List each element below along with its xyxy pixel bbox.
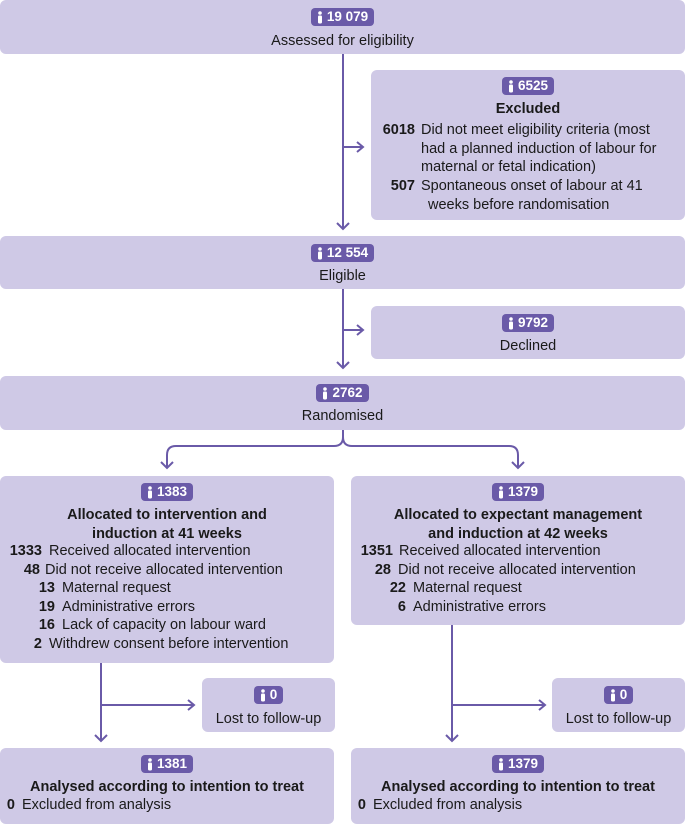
- item-number: 13: [38, 580, 55, 596]
- item-number: 6: [397, 598, 406, 615]
- item-number: 0: [6, 797, 15, 813]
- expectant-count-badge: 1379: [491, 483, 545, 501]
- item-text: Did not receive allocated intervention: [398, 561, 636, 578]
- randomised-count: 2762: [332, 385, 363, 400]
- excluded-item-text-line: Spontaneous onset of labour at 41: [421, 178, 643, 194]
- assessed-count: 19 079: [326, 9, 369, 24]
- lost-to-follow-up-right-box: 0 Lost to follow-up: [552, 678, 685, 732]
- eligible-box: 12 554 Eligible: [0, 236, 685, 289]
- intervention-count: 1383: [156, 484, 188, 499]
- person-icon: [147, 757, 152, 770]
- item-number: 0: [357, 797, 366, 813]
- intervention-arm-box: 1383 Allocated to intervention and induc…: [0, 476, 334, 663]
- item-text: Administrative errors: [62, 598, 195, 615]
- eligible-label: Eligible: [319, 267, 366, 284]
- item-text: Maternal request: [62, 580, 171, 596]
- intervention-title-line: Allocated to intervention and: [67, 506, 267, 523]
- excluded-count-badge: 6525: [501, 77, 555, 95]
- item-number: 19: [38, 598, 55, 615]
- declined-count-badge: 9792: [501, 314, 555, 332]
- analysed-left-title: Analysed according to intention to treat: [30, 778, 304, 795]
- intervention-title-line: induction at 41 weeks: [92, 525, 242, 542]
- analysed-right-box: 1379 Analysed according to intention to …: [351, 748, 685, 824]
- item-text: Withdrew consent before intervention: [49, 635, 289, 652]
- intervention-count-badge: 1383: [140, 483, 194, 501]
- randomised-count-badge: 2762: [316, 384, 369, 402]
- randomised-box: 2762 Randomised: [0, 376, 685, 430]
- analysed-left-count-badge: 1381: [140, 755, 194, 773]
- excluded-item-text-line: maternal or fetal indication): [421, 159, 596, 175]
- analysed-right-count: 1379: [507, 756, 539, 771]
- expectant-arm-box: 1379 Allocated to expectant management a…: [351, 476, 685, 625]
- eligible-count: 12 554: [326, 245, 369, 260]
- person-icon: [147, 485, 152, 498]
- item-text: Maternal request: [413, 580, 522, 596]
- lost-right-count: 0: [619, 687, 628, 702]
- excluded-item-number: 507: [390, 178, 415, 194]
- item-text: Lack of capacity on labour ward: [62, 617, 266, 633]
- expectant-title-line: and induction at 42 weeks: [428, 525, 608, 542]
- item-number: 22: [389, 580, 406, 596]
- excluded-item-number: 6018: [382, 122, 415, 138]
- item-text: Administrative errors: [413, 598, 546, 615]
- person-icon: [508, 79, 513, 92]
- expectant-count: 1379: [507, 484, 539, 499]
- item-number: 2: [33, 635, 42, 652]
- excluded-item-text-line: Did not meet eligibility criteria (most: [421, 122, 650, 138]
- assessed-count-badge: 19 079: [310, 8, 375, 26]
- person-icon: [610, 688, 615, 701]
- item-text: Received allocated intervention: [49, 543, 251, 559]
- person-icon: [323, 386, 328, 399]
- declined-label: Declined: [499, 337, 557, 354]
- person-icon: [317, 10, 322, 23]
- analysed-right-title: Analysed according to intention to treat: [381, 778, 655, 795]
- lost-left-count-badge: 0: [253, 686, 284, 704]
- person-icon: [260, 688, 265, 701]
- lost-to-follow-up-left-box: 0 Lost to follow-up: [202, 678, 335, 732]
- item-number: 1351: [360, 543, 393, 559]
- analysed-right-count-badge: 1379: [491, 755, 545, 773]
- item-number: 16: [38, 617, 55, 633]
- excluded-item-text-line: had a planned induction of labour for: [421, 140, 657, 157]
- declined-count: 9792: [517, 315, 549, 330]
- person-icon: [498, 757, 503, 770]
- declined-box: 9792 Declined: [371, 306, 685, 359]
- item-number: 28: [374, 561, 391, 578]
- analysed-left-count: 1381: [156, 756, 188, 771]
- excluded-title: Excluded: [495, 100, 561, 117]
- excluded-item-text-line: weeks before randomisation: [428, 196, 610, 213]
- analysed-left-box: 1381 Analysed according to intention to …: [0, 748, 334, 824]
- lost-right-label: Lost to follow-up: [565, 710, 672, 727]
- item-number: 1333: [9, 543, 42, 559]
- eligible-count-badge: 12 554: [310, 244, 375, 262]
- assessed-box: 19 079 Assessed for eligibility: [0, 0, 685, 54]
- randomised-label: Randomised: [301, 407, 384, 424]
- person-icon: [508, 316, 513, 329]
- item-text: Did not receive allocated intervention: [45, 561, 283, 578]
- excluded-count: 6525: [517, 78, 549, 93]
- assessed-label: Assessed for eligibility: [271, 32, 414, 49]
- expectant-title-line: Allocated to expectant management: [393, 506, 643, 523]
- lost-right-count-badge: 0: [603, 686, 634, 704]
- item-text: Received allocated intervention: [399, 543, 601, 559]
- item-number: 48: [23, 561, 40, 578]
- lost-left-label: Lost to follow-up: [215, 710, 322, 727]
- lost-left-count: 0: [269, 687, 278, 702]
- excluded-box: 6525 Excluded 6018 Did not meet eligibil…: [371, 70, 685, 220]
- item-text: Excluded from analysis: [22, 797, 172, 813]
- person-icon: [317, 246, 322, 259]
- item-text: Excluded from analysis: [373, 797, 523, 813]
- person-icon: [498, 485, 503, 498]
